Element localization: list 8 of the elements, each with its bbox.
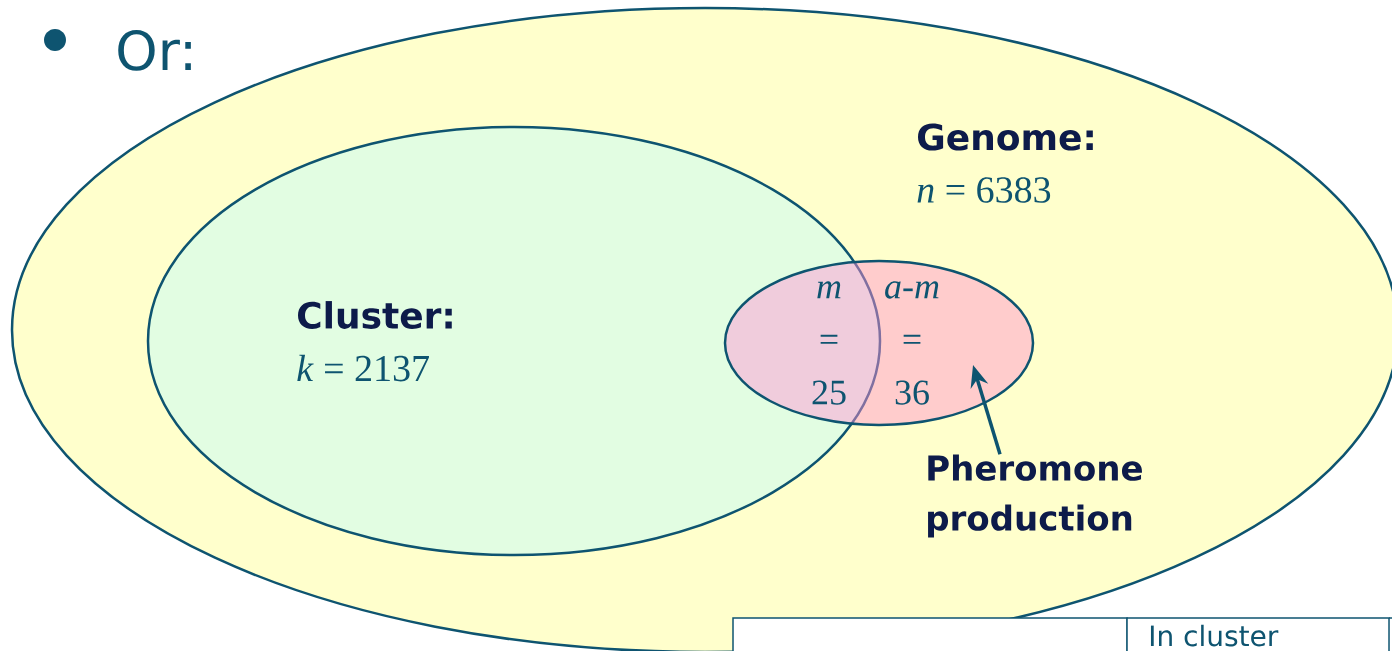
heading-text: Cluster:	[298, 301, 452, 329]
bullet-text: Or:	[118, 29, 191, 71]
callout-text: Pheromone production	[928, 454, 1142, 538]
table-cell: In cluster	[1126, 617, 1390, 651]
value-text: a-m = 36	[885, 281, 939, 405]
heading-text: Genome:	[918, 123, 1093, 151]
value-text: k = 2137	[297, 354, 429, 382]
value-text: n = 6383	[917, 177, 1051, 203]
